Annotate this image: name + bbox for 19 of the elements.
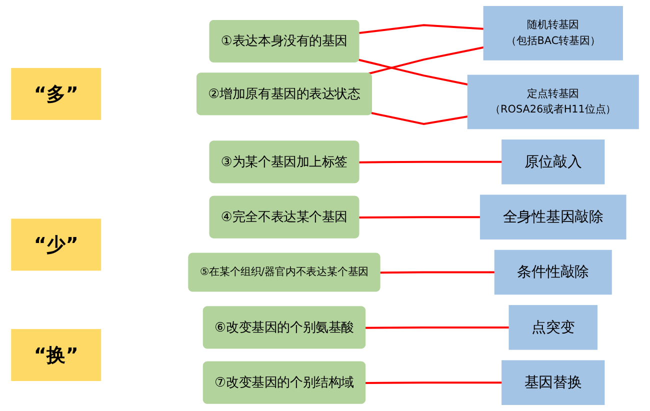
- node-box: 全身性基因敲除: [480, 194, 626, 240]
- connector: [366, 326, 510, 329]
- node-box: “多”: [11, 68, 102, 120]
- node-box: 基因替换: [502, 360, 605, 405]
- connector: [359, 24, 484, 34]
- connector: [366, 382, 502, 384]
- node-box: “换”: [11, 329, 102, 382]
- connector: [358, 58, 468, 86]
- node-box: “少”: [11, 218, 102, 271]
- node-box: 原位敲入: [502, 140, 605, 184]
- node-box: 定点转基因 （ROSA26或者H11位点）: [467, 74, 639, 130]
- connector: [359, 160, 502, 164]
- connector: [380, 271, 495, 274]
- node-box: 条件性敲除: [494, 250, 612, 295]
- connector: [368, 46, 484, 75]
- node-box: 随机转基因 （包括BAC转基因）: [483, 6, 623, 60]
- connector: [359, 216, 480, 218]
- node-box: 点突变: [508, 305, 598, 350]
- connector: [371, 112, 468, 125]
